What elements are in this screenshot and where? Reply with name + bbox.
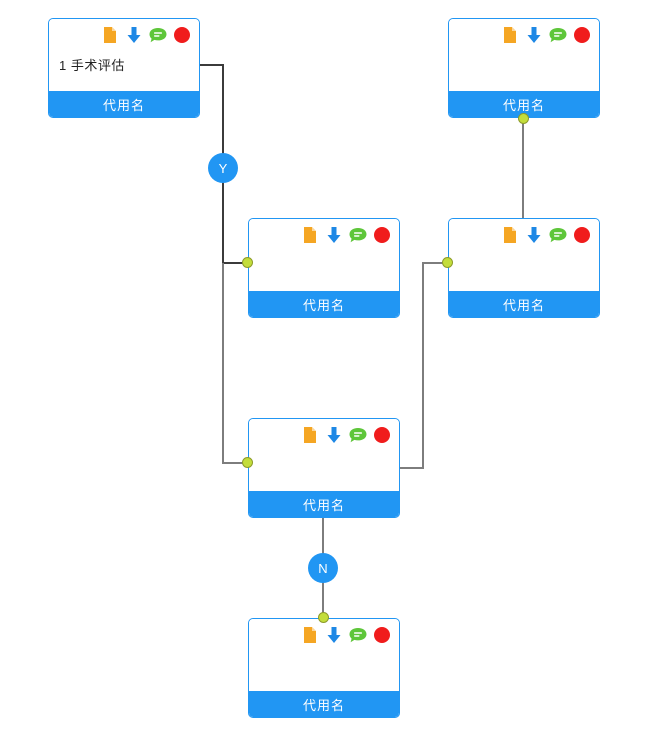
document-icon[interactable] [100, 25, 120, 45]
flow-node-1-footer[interactable]: 代用名 [49, 91, 199, 117]
comment-icon[interactable] [548, 25, 568, 45]
flow-node-1[interactable]: 1 手术评估 代用名 [48, 18, 200, 118]
flow-node-1-title: 1 手术评估 [59, 58, 125, 73]
decision-node-n[interactable]: N [308, 553, 338, 583]
edge-node5-to-node4 [400, 262, 443, 469]
port-node6-top[interactable] [318, 612, 329, 623]
flow-node-4-body [449, 219, 599, 291]
port-node3-left[interactable] [242, 257, 253, 268]
flow-node-3-footer[interactable]: 代用名 [249, 291, 399, 317]
status-dot-icon[interactable] [572, 225, 592, 245]
flow-node-6-footer[interactable]: 代用名 [249, 691, 399, 717]
flow-node-4-icons [500, 224, 592, 246]
decision-label-n: N [318, 560, 328, 576]
flow-node-4-footer[interactable]: 代用名 [449, 291, 599, 317]
flow-node-2-footer[interactable]: 代用名 [449, 91, 599, 117]
flow-node-5-body [249, 419, 399, 491]
decision-label-y: Y [218, 160, 228, 176]
flow-node-2[interactable]: 代用名 [448, 18, 600, 118]
comment-icon[interactable] [348, 425, 368, 445]
document-icon[interactable] [300, 625, 320, 645]
flow-node-1-icons [100, 24, 192, 46]
flow-node-5-footer[interactable]: 代用名 [249, 491, 399, 517]
download-arrow-icon[interactable] [324, 225, 344, 245]
port-node5-left[interactable] [242, 457, 253, 468]
edge-decision-y-to-node5 [222, 263, 243, 464]
download-arrow-icon[interactable] [324, 625, 344, 645]
flow-node-6[interactable]: 代用名 [248, 618, 400, 718]
flow-node-3-icons [300, 224, 392, 246]
document-icon[interactable] [500, 25, 520, 45]
flow-node-3-body [249, 219, 399, 291]
comment-icon[interactable] [148, 25, 168, 45]
document-icon[interactable] [300, 225, 320, 245]
flow-node-4[interactable]: 代用名 [448, 218, 600, 318]
flow-node-5[interactable]: 代用名 [248, 418, 400, 518]
comment-icon[interactable] [548, 225, 568, 245]
flow-node-1-body: 1 手术评估 [49, 19, 199, 91]
status-dot-icon[interactable] [372, 625, 392, 645]
status-dot-icon[interactable] [372, 225, 392, 245]
flow-node-2-body [449, 19, 599, 91]
flow-node-3[interactable]: 代用名 [248, 218, 400, 318]
flow-node-5-icons [300, 424, 392, 446]
flow-node-2-icons [500, 24, 592, 46]
download-arrow-icon[interactable] [524, 25, 544, 45]
status-dot-icon[interactable] [172, 25, 192, 45]
download-arrow-icon[interactable] [324, 425, 344, 445]
port-node4-left[interactable] [442, 257, 453, 268]
document-icon[interactable] [500, 225, 520, 245]
download-arrow-icon[interactable] [124, 25, 144, 45]
flow-node-6-icons [300, 624, 392, 646]
flow-node-6-body [249, 619, 399, 691]
decision-node-y[interactable]: Y [208, 153, 238, 183]
document-icon[interactable] [300, 425, 320, 445]
port-node2-bottom[interactable] [518, 113, 529, 124]
comment-icon[interactable] [348, 225, 368, 245]
status-dot-icon[interactable] [572, 25, 592, 45]
status-dot-icon[interactable] [372, 425, 392, 445]
comment-icon[interactable] [348, 625, 368, 645]
download-arrow-icon[interactable] [524, 225, 544, 245]
